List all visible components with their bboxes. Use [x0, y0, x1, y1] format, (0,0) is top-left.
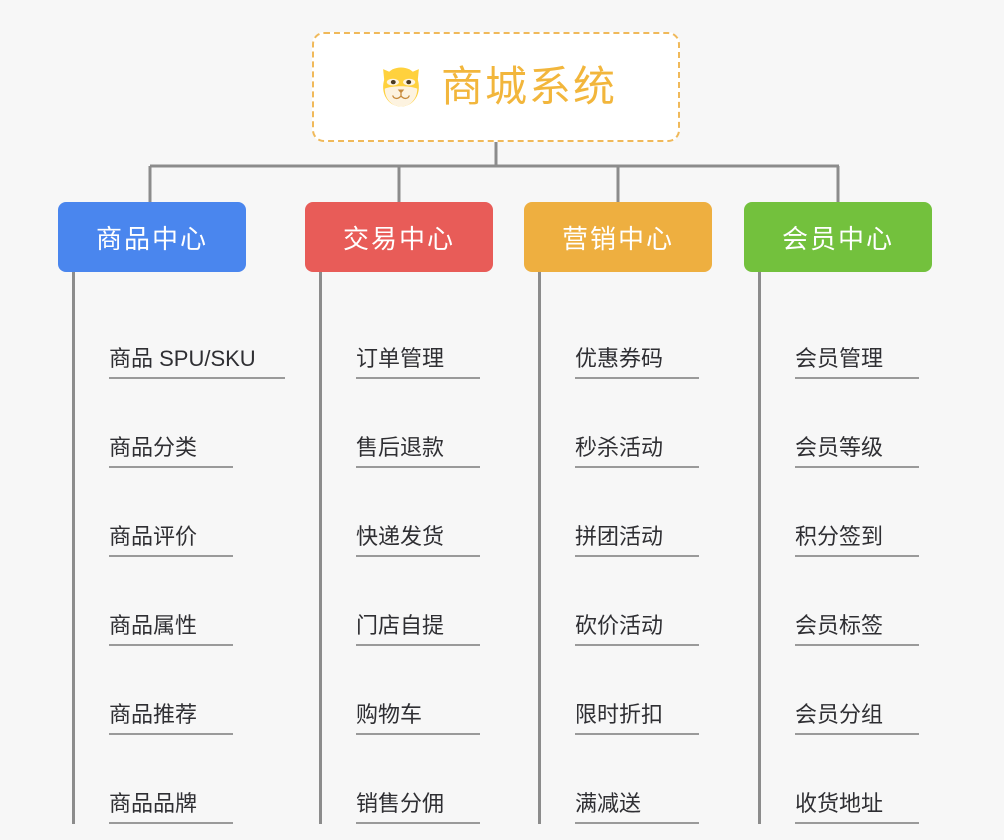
category-column-marketing: 营销中心 优惠券码 秒杀活动 拼团活动 砍价活动 限时折扣 — [524, 202, 744, 824]
leaf-label: 商品评价 — [109, 524, 233, 557]
leaf-label: 商品品牌 — [109, 791, 233, 824]
leaf-label: 满减送 — [575, 791, 699, 824]
category-box-trade[interactable]: 交易中心 — [305, 202, 493, 272]
list-item[interactable]: 购物车 — [322, 646, 525, 735]
leaf-label: 积分签到 — [795, 524, 919, 557]
list-item[interactable]: 订单管理 — [322, 290, 525, 379]
leaf-label: 收货地址 — [795, 791, 919, 824]
list-item[interactable]: 限时折扣 — [541, 646, 744, 735]
leaf-list-product: 商品 SPU/SKU 商品分类 商品评价 商品属性 商品推荐 商品品牌 — [72, 272, 285, 824]
leaf-label: 秒杀活动 — [575, 435, 699, 468]
list-item[interactable]: 门店自提 — [322, 557, 525, 646]
list-item[interactable]: 销售分佣 — [322, 735, 525, 824]
root-node-title: 商城系统 — [440, 63, 617, 110]
list-item[interactable]: 积分签到 — [761, 468, 964, 557]
leaf-label: 售后退款 — [356, 435, 480, 468]
list-item[interactable]: 会员分组 — [761, 646, 964, 735]
leaf-label: 销售分佣 — [356, 791, 480, 824]
list-item[interactable]: 快递发货 — [322, 468, 525, 557]
category-column-trade: 交易中心 订单管理 售后退款 快递发货 门店自提 购物车 — [305, 202, 525, 824]
leaf-list-member: 会员管理 会员等级 积分签到 会员标签 会员分组 收货地址 — [758, 272, 964, 824]
category-column-product: 商品中心 商品 SPU/SKU 商品分类 商品评价 商品属性 商品推荐 — [58, 202, 285, 824]
category-columns: 商品中心 商品 SPU/SKU 商品分类 商品评价 商品属性 商品推荐 — [0, 202, 1004, 840]
leaf-label: 商品分类 — [109, 435, 233, 468]
leaf-label: 购物车 — [356, 702, 480, 735]
list-item[interactable]: 会员等级 — [761, 379, 964, 468]
leaf-label: 会员等级 — [795, 435, 919, 468]
list-item[interactable]: 砍价活动 — [541, 557, 744, 646]
leaf-label: 快递发货 — [356, 524, 480, 557]
leaf-label: 会员分组 — [795, 702, 919, 735]
category-box-member[interactable]: 会员中心 — [744, 202, 932, 272]
list-item[interactable]: 满减送 — [541, 735, 744, 824]
list-item[interactable]: 会员管理 — [761, 290, 964, 379]
list-item[interactable]: 商品分类 — [75, 379, 278, 468]
leaf-list-trade: 订单管理 售后退款 快递发货 门店自提 购物车 销售分佣 — [319, 272, 525, 824]
leaf-label: 订单管理 — [356, 346, 480, 379]
category-label: 营销中心 — [561, 223, 674, 254]
category-box-marketing[interactable]: 营销中心 — [524, 202, 712, 272]
leaf-label: 限时折扣 — [575, 702, 699, 735]
list-item[interactable]: 售后退款 — [322, 379, 525, 468]
category-box-product[interactable]: 商品中心 — [58, 202, 246, 272]
list-item[interactable]: 会员标签 — [761, 557, 964, 646]
leaf-label: 商品推荐 — [109, 702, 233, 735]
leaf-list-marketing: 优惠券码 秒杀活动 拼团活动 砍价活动 限时折扣 满减送 — [538, 272, 744, 824]
list-item[interactable]: 商品属性 — [75, 557, 278, 646]
leaf-label: 拼团活动 — [575, 524, 699, 557]
leaf-label: 会员标签 — [795, 613, 919, 646]
leaf-label: 商品 SPU/SKU — [109, 346, 285, 379]
list-item[interactable]: 收货地址 — [761, 735, 964, 824]
list-item[interactable]: 秒杀活动 — [541, 379, 744, 468]
leaf-label: 砍价活动 — [575, 613, 699, 646]
list-item[interactable]: 商品 SPU/SKU — [75, 290, 285, 379]
category-column-member: 会员中心 会员管理 会员等级 积分签到 会员标签 会员分组 — [744, 202, 964, 824]
category-label: 商品中心 — [95, 223, 208, 254]
list-item[interactable]: 商品评价 — [75, 468, 278, 557]
list-item[interactable]: 商品品牌 — [75, 735, 278, 824]
list-item[interactable]: 优惠券码 — [541, 290, 744, 379]
leaf-label: 商品属性 — [109, 613, 233, 646]
category-label: 交易中心 — [342, 223, 455, 254]
leaf-label: 会员管理 — [795, 346, 919, 379]
root-node-mall-system[interactable]: 商城系统 — [312, 32, 680, 142]
category-label: 会员中心 — [781, 223, 894, 254]
list-item[interactable]: 拼团活动 — [541, 468, 744, 557]
list-item[interactable]: 商品推荐 — [75, 646, 278, 735]
shiba-dog-icon — [383, 67, 419, 107]
leaf-label: 优惠券码 — [575, 346, 699, 379]
leaf-label: 门店自提 — [356, 613, 480, 646]
